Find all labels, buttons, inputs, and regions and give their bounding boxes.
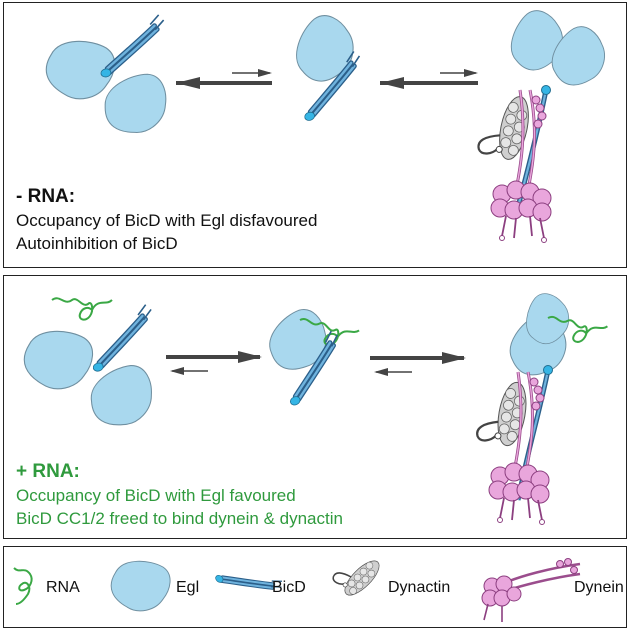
equilibrium-arrows-mid-2 xyxy=(370,352,466,376)
plus-rna-state-2 xyxy=(258,300,361,407)
plus-rna-heading: + RNA: xyxy=(16,461,80,482)
legend-label-egl: Egl xyxy=(176,579,200,596)
minus-rna-heading: - RNA: xyxy=(16,186,76,207)
rna-icon xyxy=(13,567,33,605)
legend-panel xyxy=(3,546,627,628)
plus-rna-state-1 xyxy=(23,297,166,439)
plus-rna-line-2: BicD CC1/2 freed to bind dynein & dynact… xyxy=(16,509,343,528)
minus-rna-state-2 xyxy=(289,8,374,121)
minus-rna-line-2: Autoinhibition of BicD xyxy=(16,234,178,253)
minus-rna-line-1: Occupancy of BicD with Egl disfavoured xyxy=(16,211,318,230)
dynactin-icon xyxy=(330,546,386,602)
legend-label-bicd: BicD xyxy=(272,579,306,596)
equilibrium-arrows-top-2 xyxy=(380,69,478,89)
minus-rna-state-1 xyxy=(45,14,180,146)
legend-label-dynactin: Dynactin xyxy=(388,579,451,596)
minus-rna-state-3-complex xyxy=(475,4,617,244)
dynein-icon xyxy=(481,558,581,622)
plus-rna-state-3-complex xyxy=(474,290,609,526)
equilibrium-arrows-top-1 xyxy=(176,69,272,89)
plus-rna-line-1: Occupancy of BicD with Egl favoured xyxy=(16,486,296,505)
legend-label-rna: RNA xyxy=(46,579,80,596)
equilibrium-arrows-mid-1 xyxy=(166,351,262,375)
legend-label-dynein: Dynein xyxy=(574,579,624,596)
egl-icon xyxy=(110,560,171,612)
